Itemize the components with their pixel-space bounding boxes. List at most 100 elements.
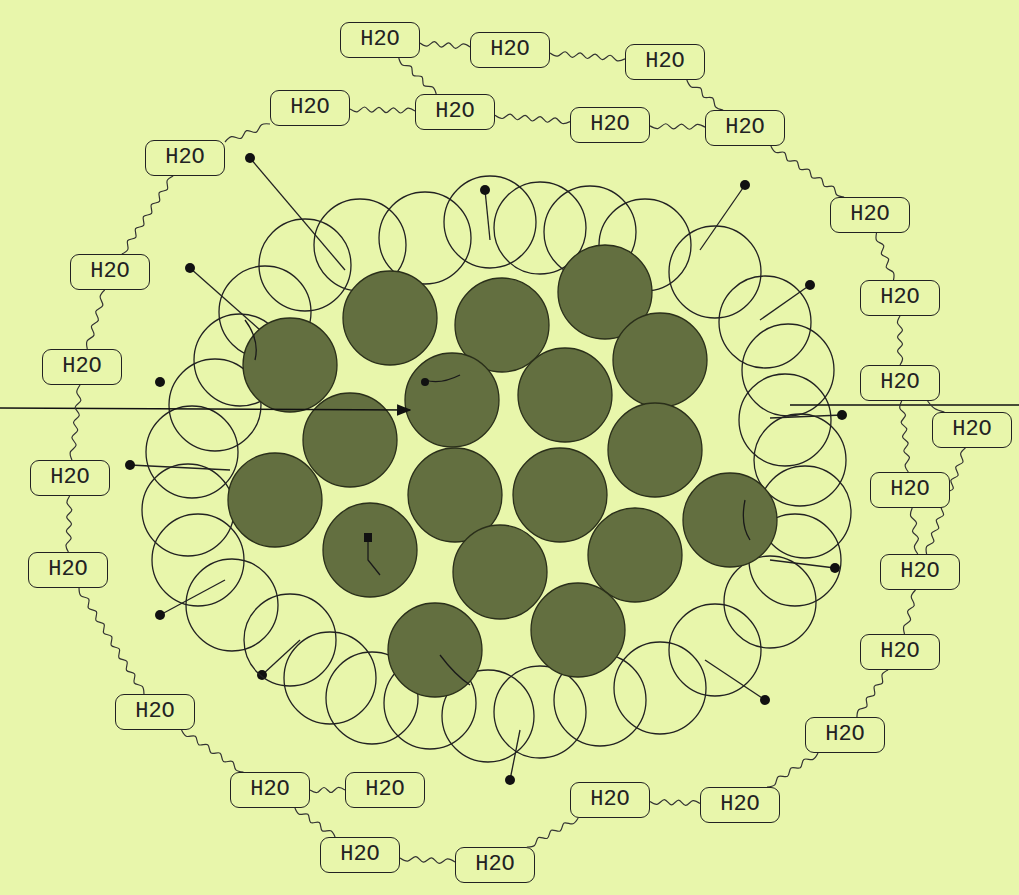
- molecule-label: H2O: [365, 779, 405, 801]
- core-circle: [343, 271, 437, 365]
- molecule-label: H2O: [48, 559, 88, 581]
- molecule-label: H2O: [435, 101, 475, 123]
- hydrogen-bond: [550, 52, 625, 61]
- open-circle: [186, 559, 278, 651]
- water-box: H2O: [455, 847, 535, 883]
- molecule-label: H2O: [50, 467, 90, 489]
- core-circle: [588, 508, 682, 602]
- hydrogen-bond: [767, 753, 818, 787]
- open-circle: [146, 406, 238, 498]
- water-box: H2O: [340, 22, 420, 58]
- molecule-label: H2O: [725, 117, 765, 139]
- probe-arrow: [0, 408, 410, 410]
- molecule-label: H2O: [880, 641, 920, 663]
- hydrogen-bond: [857, 670, 888, 717]
- hydrogen-bond: [420, 42, 470, 49]
- tail-squiggle: [440, 655, 470, 685]
- core-circle: [388, 603, 482, 697]
- molecule-label: H2O: [135, 701, 175, 723]
- surfactant-tails: [130, 158, 842, 780]
- hydrogen-bond: [495, 114, 570, 123]
- molecule-label: H2O: [165, 147, 205, 169]
- water-box: H2O: [42, 349, 122, 385]
- tail-dot: [125, 460, 135, 470]
- molecule-label: H2O: [880, 287, 920, 309]
- core-circle: [613, 313, 707, 407]
- water-box: H2O: [700, 787, 780, 823]
- hydrogen-bond: [310, 787, 345, 792]
- molecule-label: H2O: [850, 204, 890, 226]
- molecule-label: H2O: [720, 794, 760, 816]
- probe-line: [790, 404, 1019, 406]
- water-box: H2O: [70, 254, 150, 290]
- water-box: H2O: [270, 90, 350, 126]
- core-circle: [518, 348, 612, 442]
- open-circle: [742, 324, 834, 416]
- tail-dot: [245, 153, 255, 163]
- water-box: H2O: [860, 365, 940, 401]
- hydrogen-bond: [122, 176, 173, 254]
- tail-dot: [480, 185, 490, 195]
- molecule-label: H2O: [880, 372, 920, 394]
- tail-line: [190, 268, 260, 330]
- tail-dots: [125, 153, 847, 785]
- tail-line: [262, 640, 300, 675]
- tail-dot: [155, 377, 165, 387]
- open-circle: [669, 226, 761, 318]
- core-circle: [228, 453, 322, 547]
- water-box: H2O: [932, 412, 1012, 448]
- tail-dot: [505, 775, 515, 785]
- open-circle: [739, 374, 831, 466]
- core-circle: [243, 318, 337, 412]
- molecule-label: H2O: [490, 39, 530, 61]
- water-box: H2O: [860, 280, 940, 316]
- open-circle: [719, 276, 811, 368]
- hydrogen-bond: [350, 107, 415, 113]
- tail-line: [485, 190, 490, 240]
- water-box: H2O: [625, 44, 705, 80]
- tail-dot: [760, 695, 770, 705]
- open-circle: [614, 642, 706, 734]
- molecule-label: H2O: [645, 51, 685, 73]
- open-circle: [379, 192, 471, 284]
- hydrogen-bond: [225, 124, 270, 142]
- water-box: H2O: [705, 110, 785, 146]
- tail-squiggle: [425, 375, 460, 382]
- molecule-label: H2O: [290, 97, 330, 119]
- open-circle: [284, 632, 376, 724]
- molecule-label: H2O: [340, 844, 380, 866]
- tail-dot: [830, 563, 840, 573]
- tail-dot: [155, 610, 165, 620]
- core-circle: [531, 583, 625, 677]
- water-box: H2O: [115, 694, 195, 730]
- core-circle: [303, 393, 397, 487]
- tail-line: [700, 185, 745, 250]
- tail-squiggle: [245, 320, 256, 360]
- core-circle: [453, 525, 547, 619]
- molecule-label: H2O: [890, 479, 930, 501]
- hydrogen-bond: [876, 233, 894, 280]
- water-box: H2O: [880, 554, 960, 590]
- hydrogen-bond: [911, 508, 919, 554]
- water-box: H2O: [320, 837, 400, 873]
- core-circle: [608, 403, 702, 497]
- hydrogen-bond: [687, 80, 723, 110]
- molecule-label: H2O: [900, 561, 940, 583]
- hydrogen-bond: [904, 590, 916, 634]
- tail-line: [160, 580, 225, 615]
- hydrogen-bond: [66, 496, 72, 552]
- core-circle: [405, 353, 499, 447]
- core-circle: [513, 448, 607, 542]
- water-box: H2O: [860, 634, 940, 670]
- tail-dot: [421, 378, 429, 386]
- core-circle: [683, 473, 777, 567]
- water-box: H2O: [830, 197, 910, 233]
- hydrogen-bond: [900, 401, 910, 472]
- hydrogen-bond: [527, 818, 578, 847]
- tail-line: [770, 560, 835, 568]
- molecule-label: H2O: [62, 356, 102, 378]
- hydrogen-bond: [70, 385, 81, 460]
- hydrogen-bond: [650, 124, 705, 130]
